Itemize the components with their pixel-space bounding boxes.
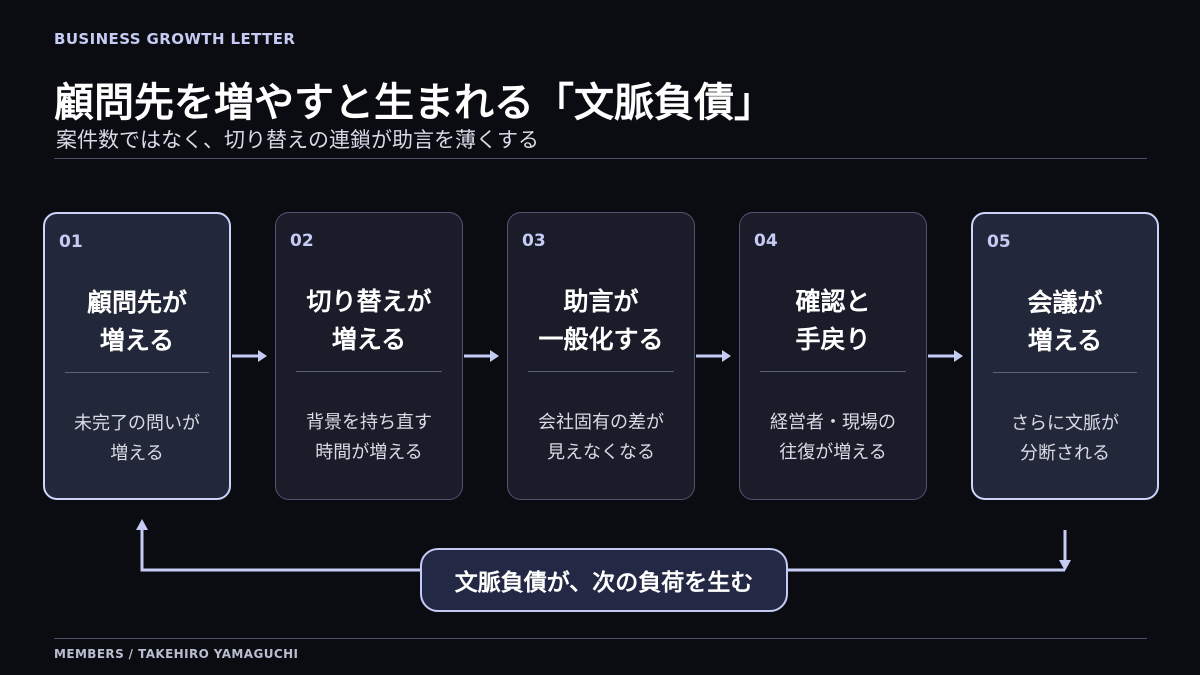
header-divider (54, 158, 1147, 159)
step-heading-line: 増える (1027, 326, 1103, 355)
card-divider (65, 372, 209, 373)
kicker-label: BUSINESS GROWTH LETTER (54, 30, 296, 48)
step-heading-line: 一般化する (538, 325, 664, 354)
step-card-3: 03 助言が 一般化する 会社固有の差が 見えなくなる (507, 212, 695, 500)
step-card-1: 01 顧問先が 増える 未完了の問いが 増える (43, 212, 231, 500)
step-card-5: 05 会議が 増える さらに文脈が 分断される (971, 212, 1159, 500)
step-description: 未完了の問いが 増える (45, 409, 229, 469)
step-heading: 顧問先が 増える (45, 284, 229, 360)
step-heading-line: 顧問先が (86, 288, 187, 317)
loop-down-arrowhead (1059, 560, 1071, 571)
step-description-line: 増える (110, 443, 164, 464)
step-number: 01 (59, 232, 83, 252)
step-number: 05 (987, 232, 1011, 252)
step-heading: 確認と 手戻り (740, 283, 926, 359)
step-card-2: 02 切り替えが 増える 背景を持ち直す 時間が増える (275, 212, 463, 500)
step-description-line: 分断される (1020, 443, 1110, 464)
loop-up-arrowhead (136, 519, 148, 530)
step-number: 03 (522, 231, 546, 251)
step-heading-line: 助言が (563, 287, 639, 316)
step-heading-line: 確認と (795, 287, 871, 316)
page-title: 顧問先を増やすと生まれる「文脈負債」 (54, 80, 774, 126)
step-description-line: 会社固有の差が (538, 412, 664, 433)
step-heading: 会議が 増える (973, 284, 1157, 360)
step-description-line: 経営者・現場の (770, 412, 896, 433)
arrow-right-icon (464, 350, 499, 362)
loop-label-badge: 文脈負債が、次の負荷を生む (420, 548, 788, 612)
footer-credit: MEMBERS / TAKEHIRO YAMAGUCHI (54, 647, 299, 661)
step-description-line: 背景を持ち直す (306, 412, 432, 433)
card-divider (528, 371, 674, 372)
step-description: 会社固有の差が 見えなくなる (508, 408, 694, 468)
card-divider (993, 372, 1137, 373)
step-description-line: 見えなくなる (547, 442, 655, 463)
card-divider (296, 371, 442, 372)
step-heading-line: 会議が (1027, 288, 1103, 317)
arrow-right-icon (928, 350, 963, 362)
step-card-4: 04 確認と 手戻り 経営者・現場の 往復が増える (739, 212, 927, 500)
arrow-right-icon (232, 350, 267, 362)
step-heading-line: 切り替えが (306, 287, 432, 316)
step-heading-line: 増える (331, 325, 407, 354)
arrow-right-icon (696, 350, 731, 362)
step-description: 経営者・現場の 往復が増える (740, 408, 926, 468)
step-heading-line: 増える (99, 326, 175, 355)
step-heading: 切り替えが 増える (276, 283, 462, 359)
step-heading-line: 手戻り (795, 325, 871, 354)
step-number: 02 (290, 231, 314, 251)
step-description-line: さらに文脈が (1011, 413, 1119, 434)
step-number: 04 (754, 231, 778, 251)
step-heading: 助言が 一般化する (508, 283, 694, 359)
page-subtitle: 案件数ではなく、切り替えの連鎖が助言を薄くする (56, 128, 539, 152)
step-description-line: 往復が増える (779, 442, 887, 463)
step-description: 背景を持ち直す 時間が増える (276, 408, 462, 468)
card-divider (760, 371, 906, 372)
step-description: さらに文脈が 分断される (973, 409, 1157, 469)
footer-divider (54, 638, 1147, 639)
step-description-line: 未完了の問いが (74, 413, 200, 434)
step-description-line: 時間が増える (315, 442, 423, 463)
